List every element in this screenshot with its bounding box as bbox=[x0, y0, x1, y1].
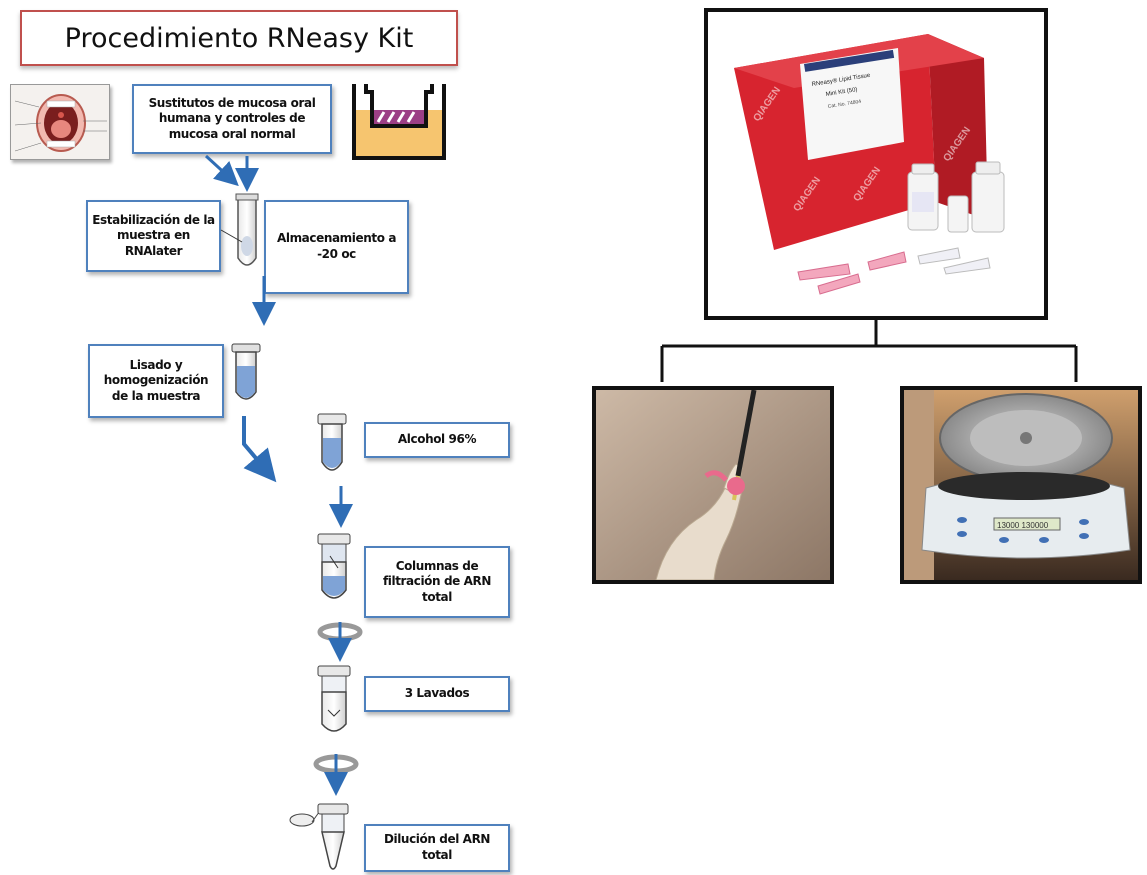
columns-box: Columnas de filtración de ARN total bbox=[364, 546, 510, 618]
kit-label-line2: Mini Kit (50) bbox=[825, 87, 858, 98]
tube-stabilization-icon bbox=[220, 193, 259, 266]
tube-column-icon bbox=[317, 533, 351, 599]
tube-alcohol-icon bbox=[317, 413, 347, 471]
spin-icon-1 bbox=[317, 622, 363, 662]
oral-anatomy-image bbox=[10, 84, 110, 160]
stabilization-box: Estabilización de la muestra en RNAlater bbox=[86, 200, 221, 272]
tube-lysis-icon bbox=[231, 343, 261, 400]
arrow-to-alcohol bbox=[242, 416, 277, 483]
dilution-box: Dilución del ARN total bbox=[364, 824, 510, 872]
centrifuge-display-text: 13000 130000 bbox=[997, 521, 1049, 530]
centrifuge-photo: 13000 130000 bbox=[900, 386, 1142, 584]
tube-dilution-icon bbox=[289, 803, 349, 870]
arrow-to-stabilization bbox=[204, 154, 259, 192]
pipetting-photo bbox=[592, 386, 834, 584]
tube-wash-icon bbox=[317, 665, 351, 732]
rneasy-kit-photo: QIAGEN QIAGEN QIAGEN QIAGEN RNeasy® Lipi… bbox=[704, 8, 1048, 320]
connector-lines bbox=[660, 318, 1078, 382]
alcohol-box: Alcohol 96% bbox=[364, 422, 510, 458]
storage-box: Almacenamiento a -20 oc bbox=[264, 200, 409, 294]
culture-insert-image bbox=[344, 80, 454, 164]
washes-box: 3 Lavados bbox=[364, 676, 510, 712]
spin-icon-2 bbox=[313, 754, 359, 796]
page-title: Procedimiento RNeasy Kit bbox=[20, 10, 458, 66]
lysis-box: Lisado y homogenización de la muestra bbox=[88, 344, 224, 418]
flow-diagram bbox=[204, 154, 363, 870]
kit-label-cat: Cat. No. 74804 bbox=[827, 99, 861, 110]
sample-source-box: Sustitutos de mucosa oral humana y contr… bbox=[132, 84, 332, 154]
